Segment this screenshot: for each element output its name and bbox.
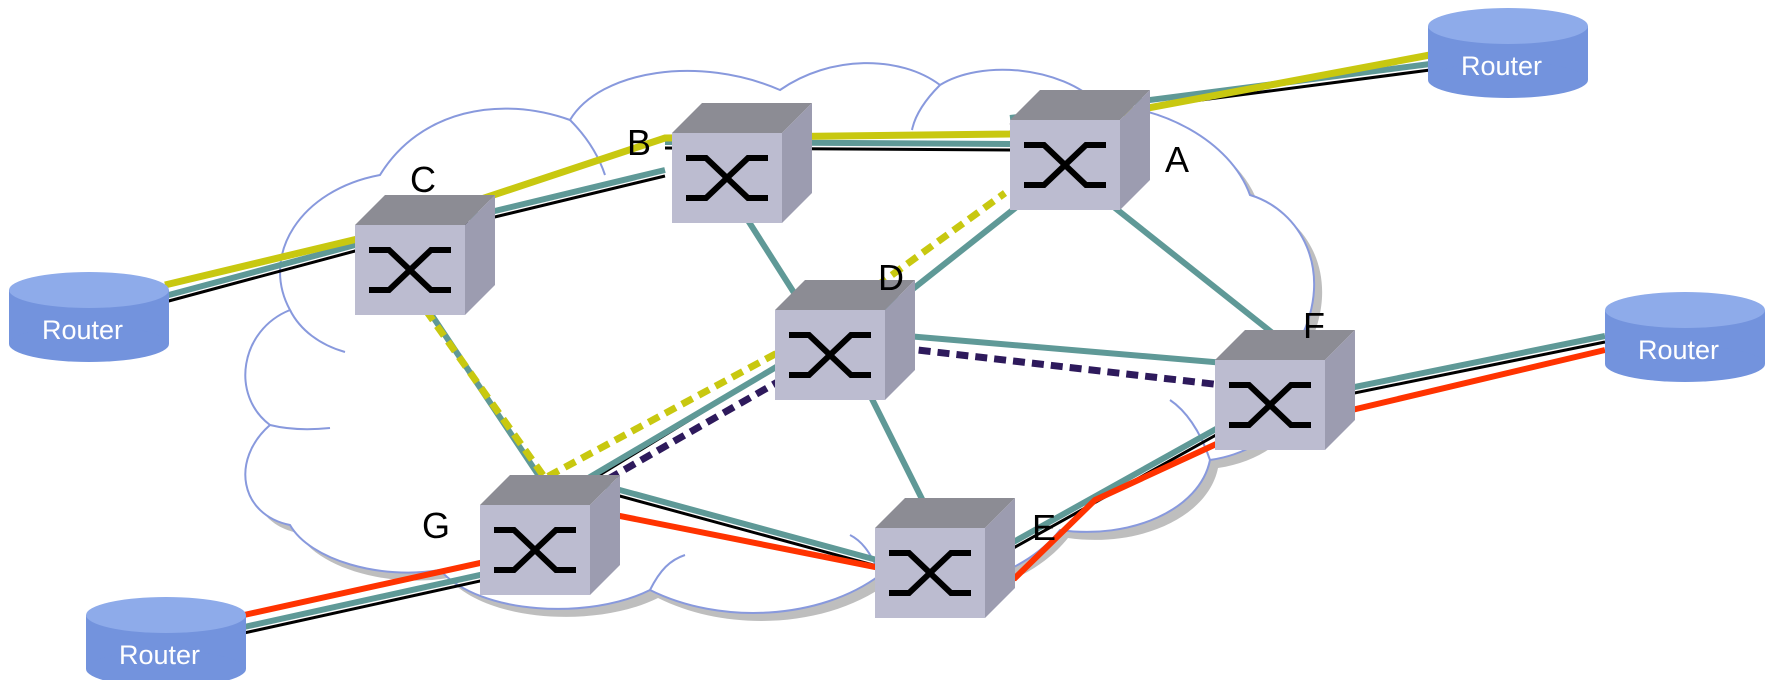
switch-a[interactable]: [1010, 90, 1150, 210]
switch-label-a: A: [1165, 139, 1189, 180]
switch-label-f: F: [1303, 305, 1325, 346]
switch-b[interactable]: [672, 103, 812, 223]
switch-d[interactable]: [775, 280, 915, 400]
router-label: Router: [1461, 51, 1542, 81]
switch-label-e: E: [1032, 507, 1056, 548]
link-g-e: [604, 483, 911, 572]
switch-f[interactable]: [1215, 330, 1355, 450]
switch-label-b: B: [627, 122, 651, 163]
router-label: Router: [1638, 335, 1719, 365]
switch-label-d: D: [878, 257, 904, 298]
link-d-f: [894, 332, 1226, 366]
router-label: Router: [119, 640, 200, 670]
router-right[interactable]: Router: [1605, 292, 1765, 382]
link-d-g: [583, 347, 807, 483]
switch-e[interactable]: [875, 498, 1015, 618]
link-a-f: [1103, 197, 1277, 338]
switch-label-c: C: [410, 159, 436, 200]
link-d-e: [862, 383, 928, 507]
link-router-left-c: [164, 238, 371, 299]
router-bottom-left[interactable]: Router: [86, 597, 246, 680]
switch-g[interactable]: [480, 475, 620, 595]
switch-label-g: G: [422, 505, 450, 546]
router-label: Router: [42, 315, 123, 345]
router-left[interactable]: Router: [9, 272, 169, 362]
link-f-router-right: [1329, 333, 1606, 395]
switch-c[interactable]: [355, 195, 495, 315]
router-top-right[interactable]: Router: [1428, 8, 1588, 98]
